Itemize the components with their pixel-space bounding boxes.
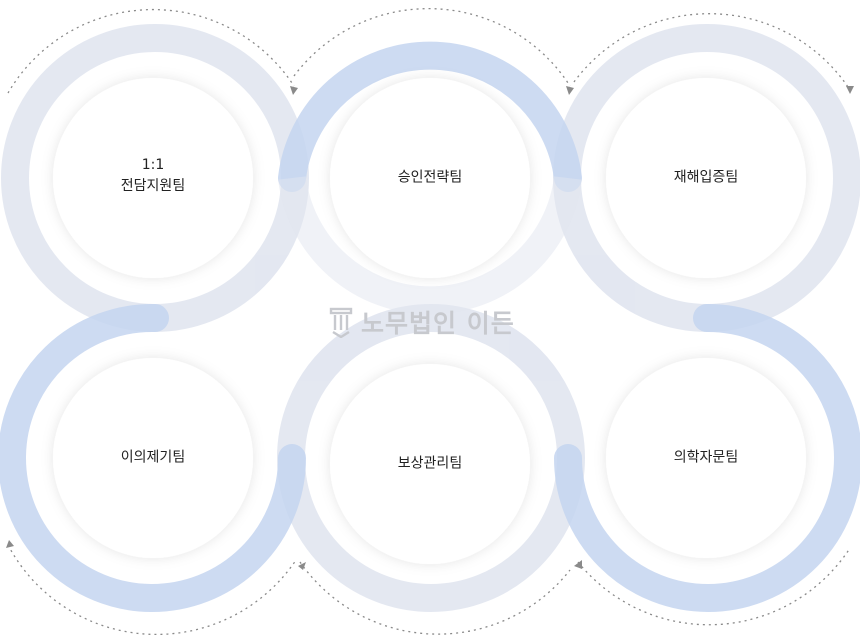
team-label-4: 이의제기팀 (68, 448, 238, 469)
dotted-arc-3 (573, 13, 851, 91)
team-label-2: 승인전략팀 (345, 168, 515, 189)
team-label-6: 의학자문팀 (621, 448, 791, 469)
team-label-2-text: 승인전략팀 (397, 169, 463, 186)
disc-5 (330, 364, 530, 564)
dotted-arc-2 (293, 7, 571, 87)
ring-2 (278, 41, 582, 192)
brand-logo: 노무법인 이든 (329, 304, 515, 340)
team-label-5-text: 보상관리팀 (397, 455, 463, 472)
arrow-head-5 (298, 562, 306, 570)
brand-name: 노무법인 이든 (361, 309, 515, 338)
team-label-1: 1:1 전담지원팀 (68, 155, 238, 197)
arrow-head-4 (6, 540, 14, 548)
dotted-arc-4 (7, 544, 297, 636)
dotted-arc-5 (299, 561, 571, 635)
arrow-head-6 (574, 560, 582, 569)
team-label-6-text: 의학자문팀 (673, 449, 739, 466)
disc-6 (606, 358, 806, 558)
team-label-5: 보상관리팀 (345, 454, 515, 475)
ring-4 (0, 303, 306, 612)
team-label-3: 재해입증팀 (621, 168, 791, 189)
ring-6 (554, 303, 860, 612)
arrow-head-1 (290, 86, 298, 95)
arrow-head-2 (566, 86, 574, 95)
team-label-1-line2: 전담지원팀 (120, 178, 186, 194)
team-label-3-text: 재해입증팀 (673, 169, 739, 186)
team-label-4-text: 이의제기팀 (120, 449, 186, 466)
dotted-arc-6 (577, 547, 851, 626)
disc-2 (330, 78, 530, 278)
disc-3 (606, 78, 806, 278)
ring-2-lower (278, 176, 582, 315)
arrow-head-3 (846, 86, 854, 94)
pillar-logo-icon (329, 307, 353, 338)
disc-4 (53, 358, 253, 558)
disc-1 (53, 78, 253, 278)
team-label-1-line1: 1:1 (141, 157, 165, 173)
